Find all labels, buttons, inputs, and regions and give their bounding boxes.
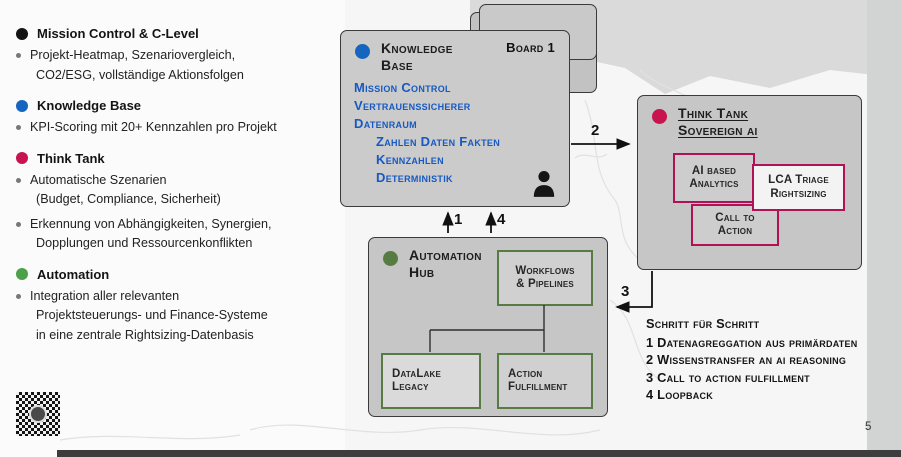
knowledge-base-dot-icon xyxy=(355,44,370,59)
bullet-icon xyxy=(16,53,21,58)
legend-header-label: Mission Control & C-Level xyxy=(37,26,199,41)
kb-sub-item: Deterministik xyxy=(376,170,453,185)
legend-bullet: KPI-Scoring mit 20+ Kennzahlen pro Proje… xyxy=(16,118,334,138)
legend-bullet-line: KPI-Scoring mit 20+ Kennzahlen pro Proje… xyxy=(30,120,277,134)
legend-header-label: Think Tank xyxy=(37,150,105,166)
kb-sub-item: Kennzahlen xyxy=(376,152,444,167)
bullet-icon xyxy=(16,293,21,299)
automation-hub-title: Automation Hub xyxy=(409,247,482,280)
legend-bullet: Automatische Szenarien (Budget, Complian… xyxy=(16,171,334,210)
legend-bullet: Integration aller relevanten Projektsteu… xyxy=(16,287,334,346)
legend-bullet-line: Integration aller relevanten xyxy=(30,288,180,303)
legend-bullet-line: Erkennung von Abhängigkeiten, Synergien, xyxy=(30,216,272,231)
legend-header-knowledge-base: Knowledge Base xyxy=(16,98,334,113)
qr-logo-icon xyxy=(29,405,47,423)
arrow-label-1: 1 xyxy=(454,211,463,228)
steps-list: Schritt für Schritt 1 Datenagreggation a… xyxy=(646,315,901,404)
legend-bullet: Erkennung von Abhängigkeiten, Synergien,… xyxy=(16,215,334,254)
kb-sub-item: Zahlen Daten Fakten xyxy=(376,134,501,149)
legend-header-think-tank: Think Tank xyxy=(16,151,334,166)
think-tank-dot-icon xyxy=(16,152,28,164)
legend-header-label: Automation xyxy=(37,266,110,282)
automation-dot-icon xyxy=(383,251,398,266)
think-tank-title: Think Tank Sovereign ai xyxy=(678,105,758,138)
automation-dot-icon xyxy=(16,268,28,280)
kb-item: Datenraum xyxy=(354,116,417,131)
legend-header-mission-control: Mission Control & C-Level xyxy=(16,26,334,41)
legend-bullet-line: Projekt-Heatmap, Szenariovergleich, xyxy=(30,48,236,62)
arrow-label-3: 3 xyxy=(621,283,630,300)
legend-bullet-line: Dopplungen und Ressourcenkonflikten xyxy=(36,236,253,250)
knowledge-base-list: Mission Control Vertrauenssicherer Daten… xyxy=(354,79,500,187)
legend-bullet: Projekt-Heatmap, Szenariovergleich, CO2/… xyxy=(16,46,334,85)
lca-triage-rightsizing-box: LCA Triage Rightsizing xyxy=(752,164,845,211)
bottom-bar xyxy=(57,450,901,457)
knowledge-base-panel: Knowledge Base Board 1 Mission Control V… xyxy=(340,30,570,207)
legend-bullet-line: Automatische Szenarien xyxy=(30,172,167,187)
legend-header-label: Knowledge Base xyxy=(37,98,142,113)
legend: Mission Control & C-Level Projekt-Heatma… xyxy=(16,26,334,350)
knowledge-base-title: Knowledge Base xyxy=(381,40,453,73)
qr-code xyxy=(16,392,60,436)
knowledge-base-dot-icon xyxy=(16,99,28,112)
step-item: 1 Datenagreggation aus primärdaten xyxy=(646,334,858,350)
legend-bullet-line: CO2/ESG, vollständige Aktionsfolgen xyxy=(36,67,244,82)
page-number: 5 xyxy=(865,421,872,433)
action-fulfillment-box: Action Fulfillment xyxy=(497,353,593,409)
legend-bullet-line: (Budget, Compliance, Sicherheit) xyxy=(36,192,221,206)
board-label: Board 1 xyxy=(506,40,555,55)
legend-bullet-line: Projektsteuerungs- und Finance-Systeme xyxy=(36,308,268,322)
steps-title: Schritt für Schritt xyxy=(646,316,760,331)
ai-based-analytics-box: AI based Analytics xyxy=(673,153,755,203)
arrow-label-4: 4 xyxy=(497,211,506,228)
legend-header-automation: Automation xyxy=(16,267,334,282)
bullet-icon xyxy=(16,177,21,183)
automation-hub-panel: Automation Hub Workflows & Pipelines Dat… xyxy=(368,237,608,417)
datalake-legacy-box: DataLake Legacy xyxy=(381,353,481,409)
workflows-pipelines-box: Workflows & Pipelines xyxy=(497,250,593,306)
bullet-icon xyxy=(16,125,21,130)
mission-control-dot-icon xyxy=(16,27,28,40)
think-tank-panel: Think Tank Sovereign ai AI based Analyti… xyxy=(637,95,862,270)
call-to-action-box: Call to Action xyxy=(691,204,779,246)
step-item: 4 Loopback xyxy=(646,387,713,402)
bullet-icon xyxy=(16,221,21,227)
user-icon xyxy=(533,171,555,197)
legend-bullet-line: in eine zentrale Rightsizing-Datenbasis xyxy=(36,327,254,342)
think-tank-dot-icon xyxy=(652,109,667,124)
step-item: 3 Call to action fulfillment xyxy=(646,369,810,385)
kb-item: Mission Control xyxy=(354,80,451,95)
kb-item: Vertrauenssicherer xyxy=(354,98,471,113)
step-item: 2 Wissenstransfer an ai reasoning xyxy=(646,352,847,367)
arrow-label-2: 2 xyxy=(591,122,600,139)
